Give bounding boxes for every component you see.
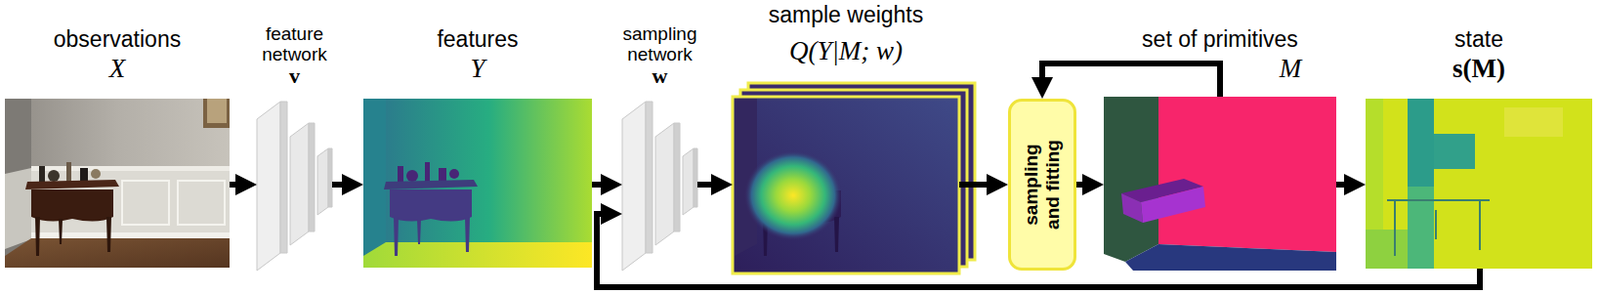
panel-heading: state: [1365, 25, 1593, 54]
network-layer-side: [280, 101, 288, 253]
photo-table-body: [31, 189, 114, 222]
network-layer: [655, 123, 674, 246]
state-ground: [1365, 98, 1593, 269]
arrow-connector: [1042, 63, 1221, 97]
network-layer-side: [673, 123, 680, 232]
math-symbol: Q(Y|M; w): [732, 32, 960, 70]
panel-heading: feature network: [241, 23, 349, 65]
primitive-floor: [1125, 244, 1337, 271]
heading-group: featuresY: [363, 25, 592, 84]
panel-heading: features: [363, 25, 592, 54]
math-symbol: w: [606, 64, 715, 88]
photo-frame: [203, 98, 230, 128]
state-table-lines: [1387, 200, 1490, 256]
depth-object: [406, 169, 419, 182]
box-label: sampling and fitting: [1020, 129, 1064, 240]
process-box: sampling and fitting: [1008, 98, 1077, 271]
photo-chair-rail: [31, 166, 230, 171]
network-layer-side: [693, 148, 698, 208]
image-panel: featuresY: [363, 98, 592, 268]
heading-group: observationsX: [4, 25, 230, 84]
math-symbol: s(M): [1365, 53, 1593, 84]
arrow-connector: [229, 181, 246, 188]
arrow-connector: [697, 181, 721, 188]
panel-heading: set of primitives: [1068, 25, 1372, 54]
photo-object: [66, 162, 72, 182]
heading-group: sample weightsQ(Y|M; w): [732, 0, 960, 70]
arrow-connector: [332, 181, 352, 188]
network-block: feature networkv: [256, 101, 333, 271]
photo-object: [39, 166, 45, 182]
network-layer-side: [645, 101, 653, 253]
photo-panel: [177, 180, 225, 225]
panel-heading: observations: [4, 25, 230, 54]
math-symbol: M: [1138, 53, 1442, 84]
photo-wall: [4, 98, 230, 268]
weight-blob: [744, 150, 843, 241]
depth-table-legs: [393, 216, 470, 256]
image-stack: sample weightsQ(Y|M; w): [732, 96, 960, 274]
network-layer: [682, 148, 694, 215]
photo-object: [90, 168, 101, 179]
label-group: sampling and fitting: [1020, 129, 1064, 240]
network-layer: [256, 101, 281, 271]
depth-object: [397, 166, 404, 182]
image-panel: observationsX: [4, 98, 230, 268]
photo-object: [47, 169, 60, 182]
network-layer: [317, 148, 329, 215]
math-symbol: Y: [363, 53, 592, 84]
image-panel: set of primitivesM: [1103, 96, 1337, 271]
heading-group: sampling networkw: [606, 23, 715, 88]
math-symbol: X: [4, 53, 230, 84]
primitive-cuboid: [1140, 186, 1206, 223]
network-layer: [622, 101, 646, 271]
depth-table-top: [383, 179, 478, 190]
arrow-connector: [1336, 181, 1354, 188]
depth-object: [438, 168, 447, 182]
heading-group: feature networkv: [241, 23, 349, 88]
photo-side-panel: [4, 168, 32, 250]
network-layer: [290, 123, 309, 246]
depth-object: [449, 168, 460, 179]
depth-table-body: [389, 189, 472, 222]
arrow-connector: [591, 181, 611, 188]
arrow-connector: [959, 181, 997, 188]
state-patch: [1504, 107, 1563, 137]
panel-heading: sampling network: [606, 23, 715, 65]
depth-background: [363, 98, 592, 268]
panel-heading: sample weights: [732, 0, 960, 33]
primitive-plane: [1158, 96, 1337, 253]
heading-group: set of primitivesM: [1068, 25, 1372, 84]
photo-side-wall: [4, 98, 32, 256]
math-symbol: v: [241, 64, 349, 88]
arrow-connector: [1076, 181, 1093, 188]
primitive-wall: [1103, 96, 1159, 262]
state-patch: [1365, 229, 1408, 269]
photo-picture: [207, 98, 227, 124]
image-panel: states(M): [1365, 98, 1593, 269]
state-patch: [1407, 98, 1434, 187]
network-block: sampling networkw: [622, 101, 698, 271]
network-layer-side: [308, 123, 315, 232]
photo-object: [80, 168, 88, 182]
state-patch: [1407, 186, 1434, 269]
state-patch: [1433, 133, 1475, 169]
network-layer-side: [328, 148, 333, 208]
primitive-ground: [1103, 96, 1337, 271]
heading-group: states(M): [1365, 25, 1593, 84]
primitive-cuboid: [1121, 193, 1143, 223]
depth-side-wall: [363, 98, 386, 256]
weight-frame: [732, 96, 960, 274]
photo-table-legs: [35, 216, 112, 256]
photo-table-top: [25, 179, 120, 190]
depth-object: [424, 162, 430, 182]
photo-panel: [122, 180, 169, 225]
